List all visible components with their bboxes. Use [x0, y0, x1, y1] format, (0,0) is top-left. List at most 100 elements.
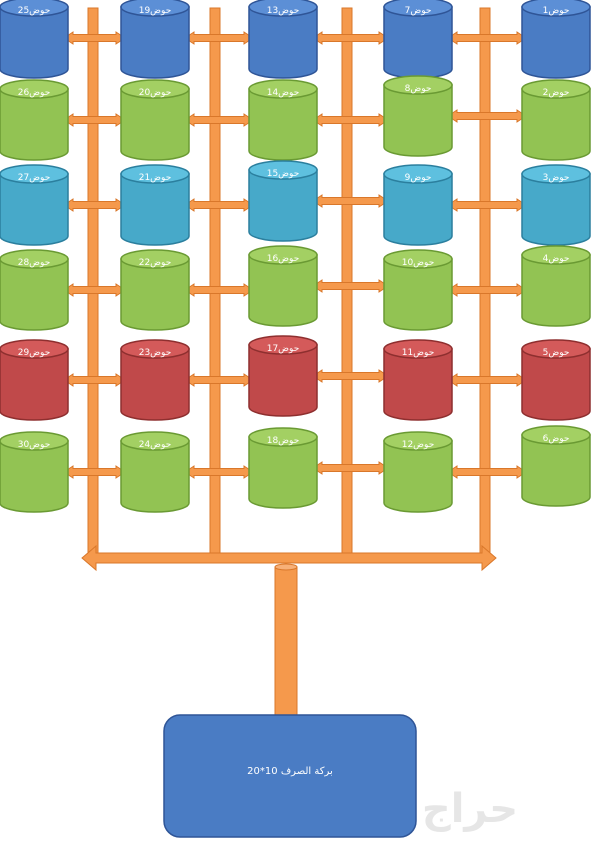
tank-label: حوض9: [405, 173, 432, 183]
tank-body: [120, 440, 190, 513]
tank-label: حوض20: [139, 88, 172, 98]
tank-11: حوض11: [383, 339, 453, 421]
tank-label: حوض12: [402, 440, 435, 450]
tank-top: [521, 164, 591, 184]
tank-body: [383, 6, 453, 79]
tank-top: [120, 79, 190, 99]
tank-26: حوض26: [0, 79, 69, 161]
basin-label: بركة الصرف 10*20: [247, 766, 333, 777]
tank-24: حوض24: [120, 431, 190, 513]
tank-28: حوض28: [0, 249, 69, 331]
tank-body: [521, 254, 591, 327]
tank-top: [521, 79, 591, 99]
tank-label: حوض24: [139, 440, 172, 450]
tank-23: حوض23: [120, 339, 190, 421]
tank-label: حوض14: [267, 88, 300, 98]
tank-17: حوض17: [248, 335, 318, 417]
tank-body: [248, 88, 318, 161]
tank-27: حوض27: [0, 164, 69, 246]
manifold-arrow: [81, 544, 497, 572]
tank-label: حوض1: [543, 6, 570, 16]
tank-body: [0, 348, 69, 421]
tank-body: [383, 348, 453, 421]
tank-body: [0, 258, 69, 331]
tank-top: [248, 427, 318, 447]
tank-top: [521, 245, 591, 265]
tank-16: حوض16: [248, 245, 318, 327]
tank-body: [120, 88, 190, 161]
tank-top: [383, 0, 453, 17]
tank-top: [120, 339, 190, 359]
tank-top: [0, 249, 69, 269]
tank-label: حوض11: [402, 348, 435, 358]
tank-top: [521, 425, 591, 445]
tank-top: [120, 0, 190, 17]
tank-top: [383, 75, 453, 95]
tank-label: حوض21: [139, 173, 172, 183]
tank-20: حوض20: [120, 79, 190, 161]
tank-2: حوض2: [521, 79, 591, 161]
tank-29: حوض29: [0, 339, 69, 421]
tank-label: حوض22: [139, 258, 172, 268]
tank-label: حوض6: [543, 434, 570, 444]
vertical-pipes: [87, 7, 491, 555]
tank-body: [521, 6, 591, 79]
tank-body: [521, 348, 591, 421]
tank-body: [521, 173, 591, 246]
tank-body: [0, 6, 69, 79]
tank-5: حوض5: [521, 339, 591, 421]
tank-body: [248, 6, 318, 79]
tank-body: [383, 173, 453, 246]
tank-label: حوض16: [267, 254, 300, 264]
tank-body: [120, 173, 190, 246]
tank-top: [248, 245, 318, 265]
tank-body: [248, 344, 318, 417]
tank-top: [383, 164, 453, 184]
tank-top: [0, 79, 69, 99]
tank-body: [120, 6, 190, 79]
tank-label: حوض29: [18, 348, 51, 358]
tank-body: [0, 173, 69, 246]
tank-label: حوض3: [543, 173, 570, 183]
tank-label: حوض4: [543, 254, 570, 264]
tank-3: حوض3: [521, 164, 591, 246]
watermark: حراج: [422, 786, 518, 832]
basin-box: [163, 714, 417, 838]
tank-top: [0, 339, 69, 359]
tank-label: حوض30: [18, 440, 51, 450]
tank-body: [120, 258, 190, 331]
tank-12: حوض12: [383, 431, 453, 513]
tank-6: حوض6: [521, 425, 591, 507]
tank-top: [120, 431, 190, 451]
tank-label: حوض17: [267, 344, 300, 354]
tank-body: [248, 254, 318, 327]
tank-22: حوض22: [120, 249, 190, 331]
tank-label: حوض27: [18, 173, 51, 183]
tank-label: حوض28: [18, 258, 51, 268]
tank-13: حوض13: [248, 0, 318, 79]
tank-top: [521, 0, 591, 17]
tank-top: [248, 160, 318, 180]
tank-body: [120, 348, 190, 421]
tank-top: [248, 335, 318, 355]
tank-label: حوض19: [139, 6, 172, 16]
tank-top: [0, 0, 69, 17]
tank-label: حوض18: [267, 436, 300, 446]
drain-basin: بركة الصرف 10*20: [163, 714, 417, 838]
tank-15: حوض15: [248, 160, 318, 242]
vertical-pipe-3: [341, 7, 353, 555]
horizontal-pipes: [63, 31, 527, 479]
tank-label: حوض15: [267, 169, 300, 179]
tank-label: حوض5: [543, 348, 570, 358]
tank-body: [521, 434, 591, 507]
tank-8: حوض8: [383, 75, 453, 157]
tank-label: حوض23: [139, 348, 172, 358]
tank-body: [521, 88, 591, 161]
tank-top: [120, 164, 190, 184]
tank-top: [120, 249, 190, 269]
tank-9: حوض9: [383, 164, 453, 246]
tank-top: [0, 164, 69, 184]
drain-pipe-top: [274, 563, 298, 571]
